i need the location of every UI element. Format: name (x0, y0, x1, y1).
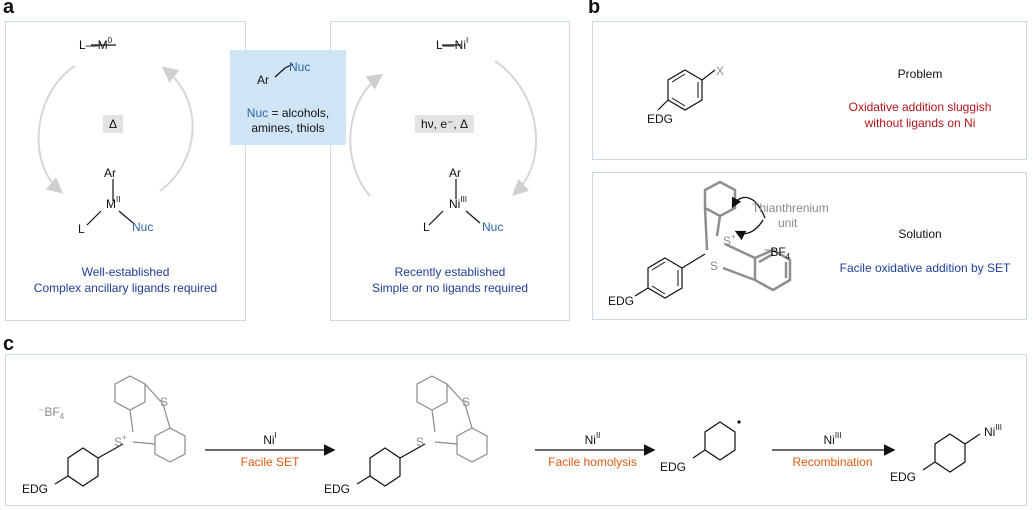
center-line-2: amines, thiols (251, 121, 325, 135)
left-caption-2: Complex ancillary ligands required (33, 281, 218, 295)
panel-b-solution-box (592, 172, 1027, 320)
c-step1-top: NiI (263, 431, 277, 448)
left-m2: MII (106, 195, 121, 212)
solution-thianthrenium-molecule (634, 180, 792, 299)
solution-s-plus: S+ (723, 232, 736, 249)
right-caption-2: Simple or no ligands required (371, 281, 529, 295)
solution-bf4: ⁻BF4 (764, 245, 791, 261)
panel-b-problem-box (592, 21, 1027, 160)
right-conditions-chip: hν, e⁻, Δ (415, 115, 475, 133)
left-caption-1: Well-established (81, 265, 170, 279)
c-s-top-1: S (160, 395, 169, 409)
c-step3-bottom: Recombination (792, 455, 873, 469)
problem-desc-2: without ligands on Ni (864, 116, 976, 130)
c-step1-bottom: Facile SET (240, 455, 300, 469)
thianthrenium-label-1: Thianthrenium (752, 201, 829, 215)
solution-edg: EDG (608, 294, 635, 308)
right-nuc: Nuc (482, 220, 504, 234)
right-ar: Ar (449, 166, 461, 180)
panel-c-box (5, 354, 1027, 506)
panel-c-scheme (54, 375, 981, 487)
center-line-1: Nuc = alcohols, (246, 106, 330, 120)
center-ar: Ar (257, 73, 269, 87)
c-s-cation: S+ (114, 433, 127, 450)
c-bf4: ⁻BF4 (38, 405, 65, 421)
left-l: L (78, 222, 85, 236)
c-product-ni: NiIII (984, 423, 1003, 440)
panel-letter-b: b (588, 0, 601, 18)
c-edg-4: EDG (890, 470, 917, 484)
solution-s: S (710, 259, 719, 273)
c-s-top-2: S (462, 395, 471, 409)
nucleophile-bond (274, 63, 294, 78)
right-l: L (423, 220, 430, 234)
right-l-ni1: L—NiI (436, 36, 469, 53)
panel-a-left-cycle-arrows (37, 44, 194, 226)
panel-a-right-cycle-arrows (349, 44, 537, 226)
c-edg-3: EDG (660, 460, 687, 474)
left-l-m0: L—M0 (79, 36, 113, 53)
panel-letter-c: c (3, 333, 15, 355)
c-edg-1: EDG (22, 482, 49, 496)
panel-letter-a: a (3, 0, 15, 18)
right-caption-1: Recently established (394, 265, 506, 279)
thianthrenium-label-2: unit (778, 216, 798, 230)
left-ar: Ar (104, 166, 116, 180)
right-ni3: NiIII (449, 195, 468, 212)
problem-title: Problem (897, 67, 943, 81)
solution-title: Solution (898, 227, 942, 241)
c-step2-top: NiII (584, 431, 601, 448)
problem-edg: EDG (647, 112, 674, 126)
center-nuc: Nuc (289, 60, 311, 74)
c-s-radical: S (416, 435, 425, 449)
c-step3-top: NiIII (823, 431, 842, 448)
problem-desc-1: Oxidative addition sluggish (848, 100, 992, 114)
problem-x: X (716, 64, 725, 78)
c-step2-bottom: Facile homolysis (548, 455, 637, 469)
left-delta-chip: Δ (103, 115, 124, 133)
c-edg-2: EDG (324, 482, 351, 496)
solution-desc: Facile oxidative addition by SET (839, 261, 1011, 275)
left-nuc: Nuc (132, 220, 154, 234)
problem-aryl-x-molecule (657, 69, 716, 111)
